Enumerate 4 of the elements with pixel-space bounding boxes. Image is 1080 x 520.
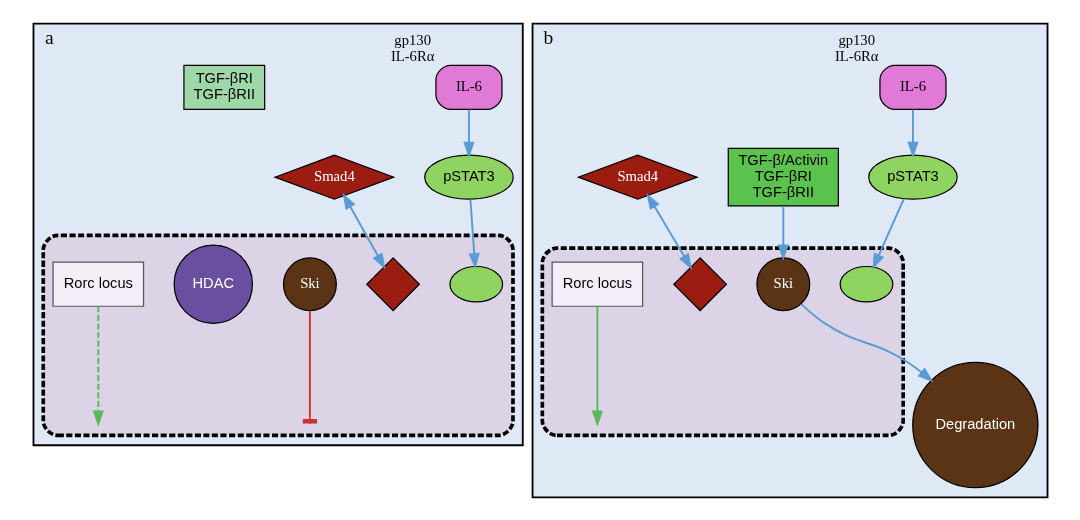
- node-label: gp130: [393, 31, 431, 48]
- node-label: IL-6Rα: [390, 47, 434, 64]
- node-label: IL-6Rα: [834, 47, 878, 64]
- node-label: gp130: [837, 31, 875, 48]
